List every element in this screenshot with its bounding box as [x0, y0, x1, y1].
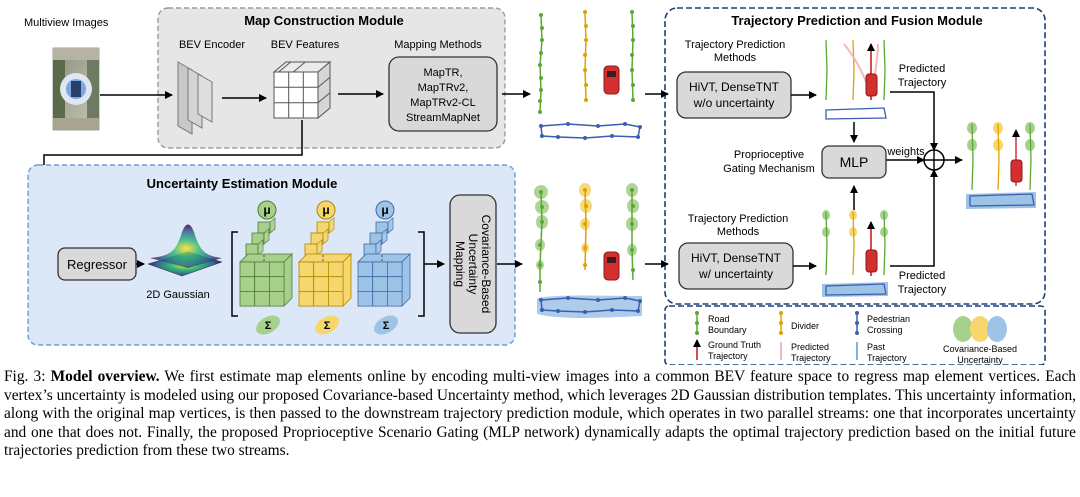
cov-mapping-line-0: Covariance-Based: [479, 215, 493, 314]
sigma-symbol-1: Σ: [324, 320, 331, 332]
legend-past-traj-1: Trajectory: [867, 353, 907, 363]
mlp-label: MLP: [840, 154, 869, 170]
mapping-method-0: MapTR,: [423, 67, 462, 79]
weights-label: weights: [886, 146, 925, 158]
map-to-trajectory-arrows: [645, 90, 669, 268]
legend-road-boundary-0: Road: [708, 314, 730, 324]
tp-methods-top-0: Trajectory Prediction: [685, 39, 785, 51]
legend-divider-icon: [779, 311, 783, 335]
sigma-symbol-2: Σ: [383, 320, 390, 332]
caption-bold: Model overview.: [50, 368, 160, 385]
gaussian-plot: [147, 224, 223, 277]
tp-methods-bottom-0: Trajectory Prediction: [688, 213, 788, 225]
multiview-images: [52, 47, 100, 131]
fusion-arrows: [791, 91, 963, 270]
bev-features-grid: [272, 60, 332, 120]
uncertainty-module-title: Uncertainty Estimation Module: [147, 176, 338, 191]
mapping-method-3: StreamMapNet: [406, 112, 480, 124]
predicted-map-top: [825, 39, 887, 120]
legend-cov-uncertainty-0: Covariance-Based: [943, 344, 1017, 354]
predicted-traj-bottom-0: Predicted: [899, 270, 945, 282]
legend-road-boundary-icon: [695, 311, 699, 335]
legend-past-traj-0: Past: [867, 342, 886, 352]
mapping-methods-box: [388, 56, 498, 132]
legend-gt-traj-0: Ground Truth: [708, 340, 761, 350]
figure-caption: Fig. 3: Model overview. We first estimat…: [4, 368, 1076, 461]
fused-map: [966, 122, 1036, 209]
legend-cov-uncertainty-icon: [953, 316, 1007, 342]
gating-label-0: Proprioceptive: [734, 149, 804, 161]
gating-label-1: Gating Mechanism: [723, 163, 815, 175]
mu-symbol-0: μ: [263, 203, 270, 217]
tp-methods-top-1: Methods: [714, 52, 757, 64]
gaussian-template-bracket: [231, 231, 425, 317]
mapping-method-1: MapTRv2,: [418, 82, 469, 94]
mlp-box: [821, 145, 887, 179]
mu-symbol-1: μ: [322, 203, 329, 217]
tp-bottom-box: [678, 242, 794, 290]
caption-text: We first estimate map elements online by…: [4, 368, 1076, 460]
mu-labels: μ μ μ: [257, 200, 395, 220]
legend-predicted-traj-0: Predicted: [791, 342, 829, 352]
legend-road-boundary-1: Boundary: [708, 325, 747, 335]
predicted-map-bottom: [822, 210, 888, 297]
legend-predicted-traj-1: Trajectory: [791, 353, 831, 363]
cov-mapping-box: [449, 194, 497, 334]
legend-ped-crossing-0: Pedestrian: [867, 314, 910, 324]
sigma-symbol-0: Σ: [265, 320, 272, 332]
map-elements-top: [538, 10, 642, 140]
gaussian-label: 2D Gaussian: [146, 289, 210, 301]
map-elements-bottom: [534, 183, 642, 318]
tp-top-box: [676, 71, 792, 119]
legend-divider: Divider: [791, 321, 819, 331]
multiview-label: Multiview Images: [24, 17, 109, 29]
predicted-traj-bottom-1: Trajectory: [898, 284, 947, 296]
tp-methods-bottom-1: Methods: [717, 226, 760, 238]
tp-bottom-line-1: w/ uncertainty: [698, 267, 773, 281]
bev-features-label: BEV Features: [271, 39, 340, 51]
mu-symbol-2: μ: [381, 203, 388, 217]
bev-encoder-icon: [177, 61, 213, 135]
tp-top-line-0: HiVT, DenseTNT: [689, 80, 780, 94]
predicted-traj-top-1: Trajectory: [898, 77, 947, 89]
bev-encoder-label: BEV Encoder: [179, 39, 245, 51]
gaussian-cubes: [239, 217, 411, 307]
legend-ped-crossing-1: Crossing: [867, 325, 903, 335]
tp-bottom-line-0: HiVT, DenseTNT: [691, 251, 782, 265]
mapping-method-2: MapTRv2-CL: [410, 97, 475, 109]
legend-box: [664, 305, 1046, 365]
sigma-labels: Σ Σ Σ: [256, 315, 398, 335]
trajectory-module-title: Trajectory Prediction and Fusion Module: [731, 13, 982, 28]
legend-cov-uncertainty-1: Uncertainty: [957, 355, 1003, 365]
model-overview-diagram: Multiview Images Map Construction Module…: [24, 7, 1046, 365]
tp-top-line-1: w/o uncertainty: [693, 96, 775, 110]
caption-prefix: Fig. 3:: [4, 368, 51, 385]
legend-gt-traj-1: Trajectory: [708, 351, 748, 361]
legend-ped-crossing-icon: [855, 311, 859, 335]
mapping-methods-label: Mapping Methods: [394, 39, 482, 51]
cov-mapping-line-2: Mapping: [453, 241, 467, 287]
cov-mapping-line-1: Uncertainty: [466, 234, 480, 295]
predicted-traj-top-0: Predicted: [899, 63, 945, 75]
regressor-label: Regressor: [67, 257, 128, 272]
map-module-title: Map Construction Module: [244, 13, 404, 28]
